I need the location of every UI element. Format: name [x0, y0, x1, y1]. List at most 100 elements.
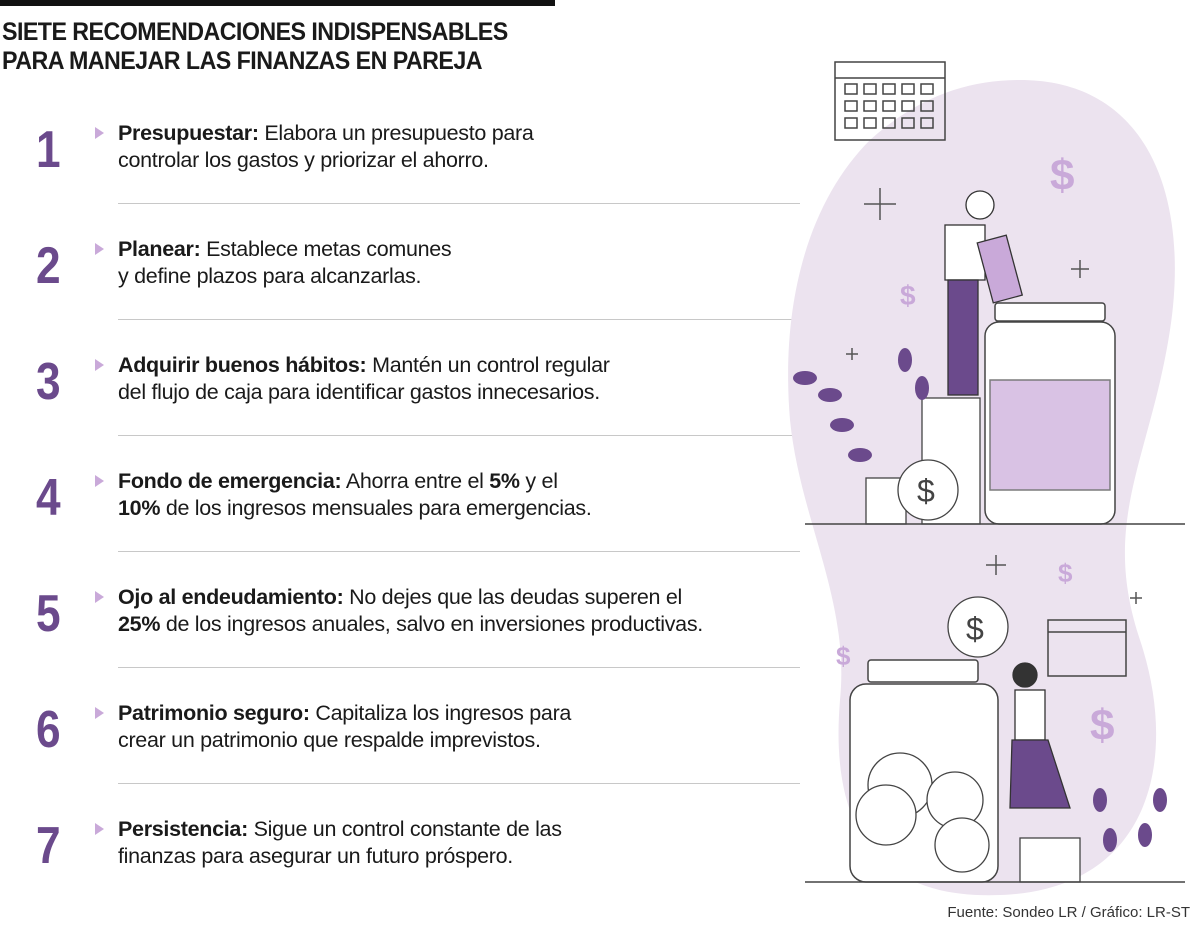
divider [118, 783, 800, 784]
calendar-icon-small [1047, 619, 1127, 677]
item-text-line: Adquirir buenos hábitos: Mantén un contr… [118, 352, 610, 379]
svg-text:$: $ [836, 641, 851, 671]
triangle-bullet-icon [95, 127, 104, 139]
item-highlight: 10% [118, 496, 161, 520]
item-text-line: controlar los gastos y priorizar el ahor… [118, 147, 534, 174]
item-number: 5 [36, 585, 61, 643]
item-highlight: 5% [489, 469, 520, 493]
calendar-cell [920, 83, 934, 95]
coin-stack-top: $ [865, 397, 981, 525]
item-text: Presupuestar: Elabora un presupuesto par… [118, 120, 534, 174]
calendar-cell [901, 117, 915, 129]
divider [118, 667, 800, 668]
item-body: de los ingresos mensuales para emergenci… [160, 496, 592, 520]
calendar-cell [920, 117, 934, 129]
item-highlight: Adquirir buenos hábitos: [118, 353, 367, 377]
item-text: Persistencia: Sigue un control constante… [118, 816, 562, 870]
item-highlight: Presupuestar: [118, 121, 259, 145]
triangle-bullet-icon [95, 243, 104, 255]
item-body: crear un patrimonio que respalde imprevi… [118, 728, 541, 752]
recommendation-item: 6 Patrimonio seguro: Capitaliza los ingr… [0, 700, 800, 816]
divider [118, 319, 800, 320]
calendar-cell [882, 117, 896, 129]
item-number: 2 [36, 237, 61, 295]
item-text-line: Ojo al endeudamiento: No dejes que las d… [118, 584, 703, 611]
calendar-cell [844, 100, 858, 112]
item-body: y el [519, 469, 558, 493]
calendar-cell [844, 83, 858, 95]
divider [118, 203, 800, 204]
top-rule [0, 0, 555, 6]
illustration: $ $ $ $ $ $ $ [788, 61, 1185, 896]
jar-top [984, 302, 1116, 525]
item-text-line: del flujo de caja para identificar gasto… [118, 379, 610, 406]
item-highlight: Persistencia: [118, 817, 248, 841]
triangle-bullet-icon [95, 707, 104, 719]
item-text: Patrimonio seguro: Capitaliza los ingres… [118, 700, 571, 754]
item-number: 6 [36, 701, 61, 759]
item-number: 3 [36, 353, 61, 411]
divider [118, 551, 800, 552]
item-body: Sigue un control constante de las [247, 817, 562, 841]
item-text: Fondo de emergencia: Ahorra entre el 5% … [118, 468, 592, 522]
plus-icons [846, 188, 1142, 604]
man-figure [944, 190, 1024, 396]
woman-figure [1009, 662, 1071, 809]
item-text-line: finanzas para asegurar un futuro prósper… [118, 843, 562, 870]
svg-text:$: $ [1090, 701, 1114, 750]
item-highlight: Patrimonio seguro: [118, 701, 310, 725]
svg-text:$: $ [1050, 151, 1074, 200]
title-line-2: PARA MANEJAR LAS FINANZAS EN PAREJA [2, 47, 483, 75]
item-body: controlar los gastos y priorizar el ahor… [118, 148, 489, 172]
item-text-line: Patrimonio seguro: Capitaliza los ingres… [118, 700, 571, 727]
divider [118, 435, 800, 436]
item-text: Ojo al endeudamiento: No dejes que las d… [118, 584, 703, 638]
calendar-cell [844, 117, 858, 129]
recommendation-item: 4 Fondo de emergencia: Ahorra entre el 5… [0, 468, 800, 584]
item-text-line: Fondo de emergencia: Ahorra entre el 5% … [118, 468, 592, 495]
calendar-cell [882, 83, 896, 95]
calendar-cell [882, 100, 896, 112]
recommendation-item: 5 Ojo al endeudamiento: No dejes que las… [0, 584, 800, 700]
item-body: No dejes que las deudas superen el [343, 585, 682, 609]
calendar-icon [834, 61, 946, 141]
item-text-line: Persistencia: Sigue un control constante… [118, 816, 562, 843]
item-body: Mantén un control regular [366, 353, 610, 377]
title-line-1: SIETE RECOMENDACIONES INDISPENSABLES [2, 18, 508, 46]
calendar-cell [863, 100, 877, 112]
item-text-line: 25% de los ingresos anuales, salvo en in… [118, 611, 703, 638]
item-number: 4 [36, 469, 61, 527]
calendar-cell [863, 117, 877, 129]
item-text-line: y define plazos para alcanzarlas. [118, 263, 451, 290]
triangle-bullet-icon [95, 823, 104, 835]
svg-text:$: $ [966, 611, 984, 647]
recommendation-item: 1 Presupuestar: Elabora un presupuesto p… [0, 120, 800, 236]
triangle-bullet-icon [95, 475, 104, 487]
calendar-cell [901, 83, 915, 95]
item-body: y define plazos para alcanzarlas. [118, 264, 422, 288]
item-body: Ahorra entre el [341, 469, 490, 493]
item-body: Elabora un presupuesto para [258, 121, 534, 145]
coins-bottom: $ [855, 596, 1081, 883]
recommendation-item: 7 Persistencia: Sigue un control constan… [0, 816, 800, 932]
triangle-bullet-icon [95, 359, 104, 371]
triangle-bullet-icon [95, 591, 104, 603]
item-highlight: Planear: [118, 237, 201, 261]
item-text: Adquirir buenos hábitos: Mantén un contr… [118, 352, 610, 406]
plant-icons [793, 348, 1167, 852]
calendar-cell [920, 100, 934, 112]
recommendation-item: 3 Adquirir buenos hábitos: Mantén un con… [0, 352, 800, 468]
item-body: del flujo de caja para identificar gasto… [118, 380, 600, 404]
dollar-icons: $ $ $ $ $ [836, 151, 1114, 750]
item-text-line: 10% de los ingresos mensuales para emerg… [118, 495, 592, 522]
item-highlight: Fondo de emergencia: [118, 469, 342, 493]
svg-text:$: $ [1058, 558, 1073, 588]
svg-text:$: $ [917, 473, 935, 509]
item-highlight: Ojo al endeudamiento: [118, 585, 344, 609]
item-number: 7 [36, 817, 61, 875]
item-text-line: crear un patrimonio que respalde imprevi… [118, 727, 571, 754]
page-title: SIETE RECOMENDACIONES INDISPENSABLES PAR… [2, 18, 508, 76]
calendar-cell [863, 83, 877, 95]
